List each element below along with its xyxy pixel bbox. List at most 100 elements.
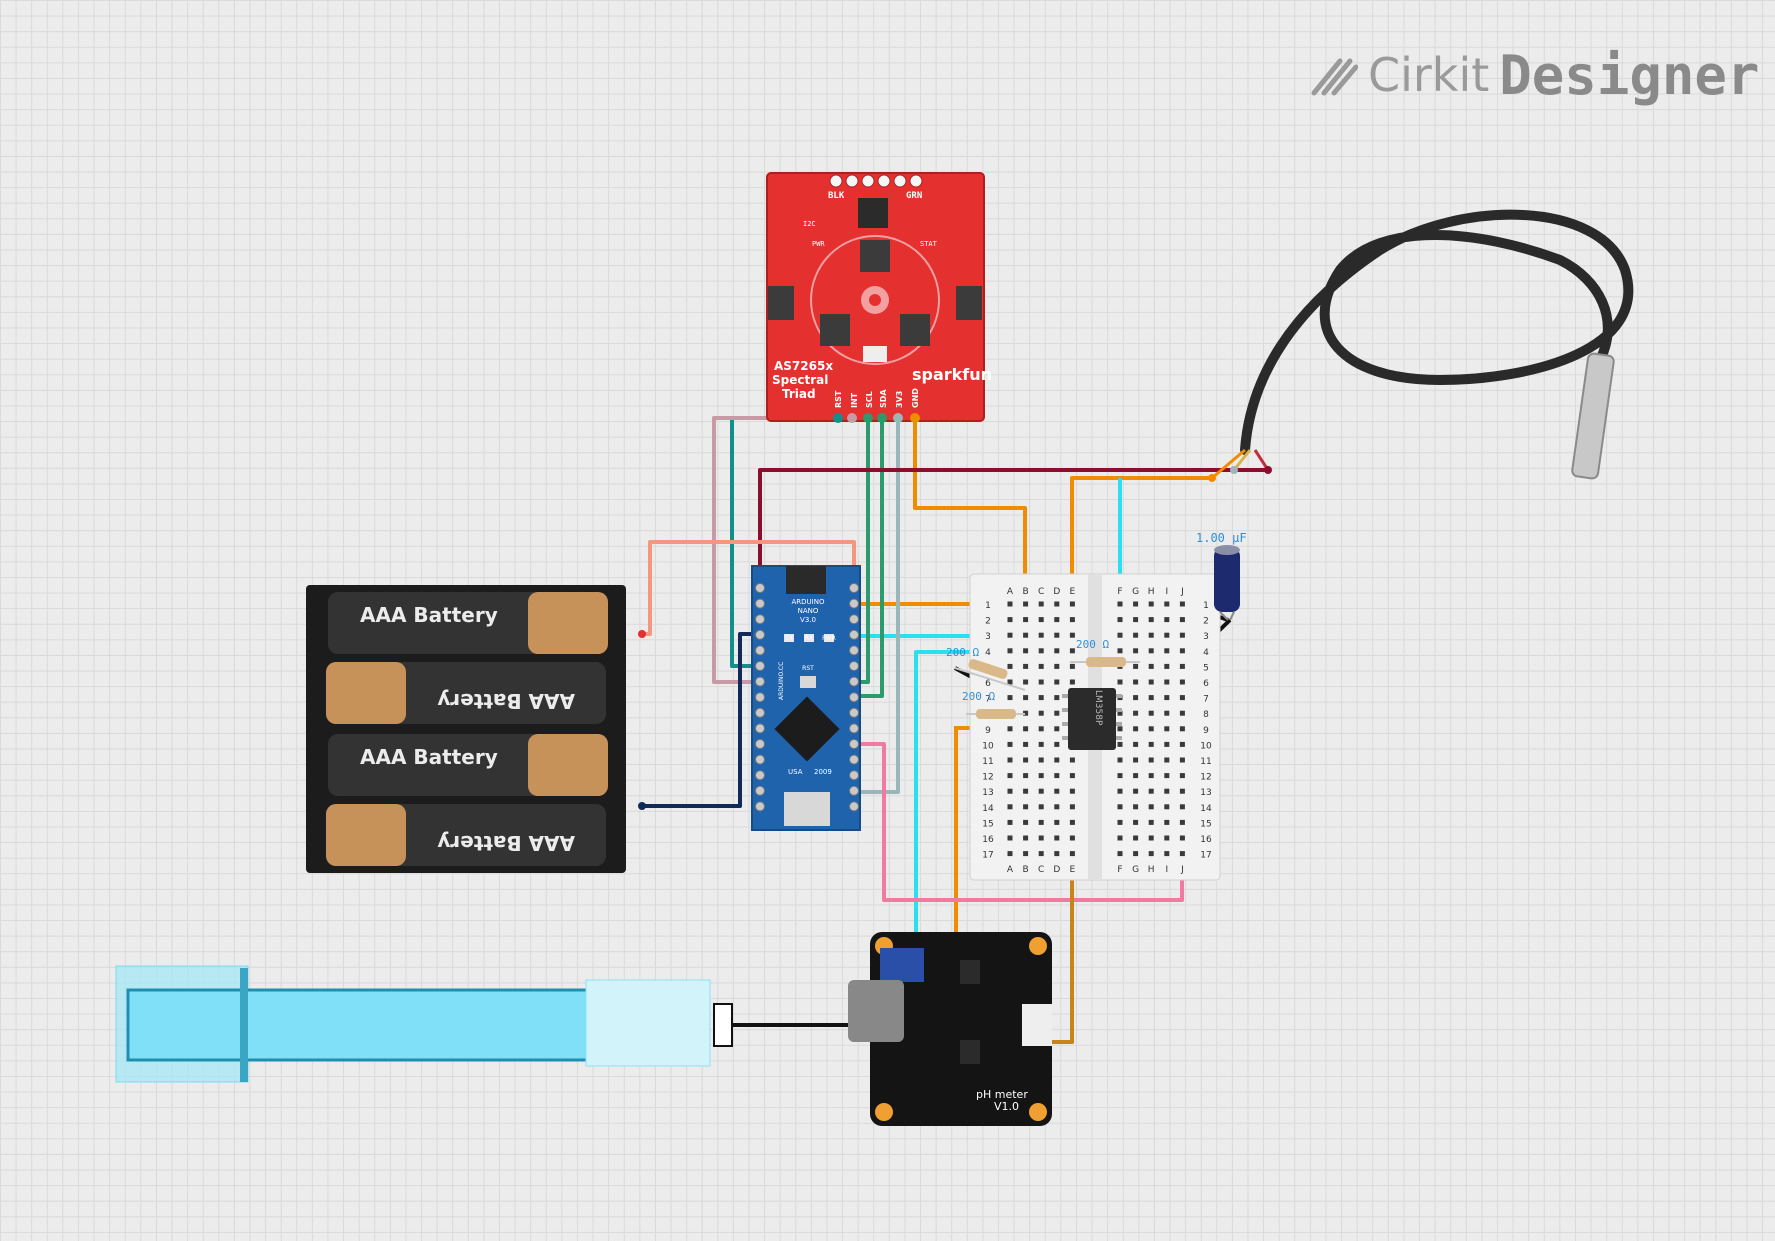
breadboard-hole[interactable]: [1007, 695, 1013, 701]
breadboard-hole[interactable]: [1069, 663, 1075, 669]
breadboard-hole[interactable]: [1148, 788, 1154, 794]
breadboard-hole[interactable]: [1179, 726, 1185, 732]
nano-pin-right[interactable]: [849, 629, 859, 640]
nano-pin-right[interactable]: [849, 645, 859, 656]
breadboard-hole[interactable]: [1179, 617, 1185, 623]
nano-pin-left[interactable]: [755, 598, 765, 609]
nano-pin-left[interactable]: [755, 785, 765, 796]
breadboard-hole[interactable]: [1054, 695, 1060, 701]
breadboard-hole[interactable]: [1069, 632, 1075, 638]
breadboard-hole[interactable]: [1179, 788, 1185, 794]
breadboard-hole[interactable]: [1179, 851, 1185, 857]
breadboard-hole[interactable]: [1007, 788, 1013, 794]
breadboard-hole[interactable]: [1069, 851, 1075, 857]
breadboard-hole[interactable]: [1007, 679, 1013, 685]
breadboard-hole[interactable]: [1148, 617, 1154, 623]
breadboard-hole[interactable]: [1133, 601, 1139, 607]
breadboard-hole[interactable]: [1038, 617, 1044, 623]
breadboard-hole[interactable]: [1023, 851, 1029, 857]
breadboard-hole[interactable]: [1054, 819, 1060, 825]
breadboard-hole[interactable]: [1179, 773, 1185, 779]
nano-pin-right[interactable]: [849, 614, 859, 625]
breadboard-hole[interactable]: [1133, 617, 1139, 623]
breadboard-hole[interactable]: [1023, 617, 1029, 623]
ph-connector[interactable]: [1022, 1004, 1052, 1046]
breadboard-hole[interactable]: [1117, 679, 1123, 685]
breadboard-hole[interactable]: [1117, 710, 1123, 716]
breadboard-hole[interactable]: [1007, 632, 1013, 638]
breadboard-hole[interactable]: [1054, 632, 1060, 638]
breadboard-hole[interactable]: [1023, 804, 1029, 810]
breadboard-hole[interactable]: [1133, 757, 1139, 763]
breadboard-hole[interactable]: [1148, 773, 1154, 779]
nano-pin-left[interactable]: [755, 739, 765, 749]
temperature-probe[interactable]: [1208, 209, 1634, 482]
breadboard-hole[interactable]: [1007, 835, 1013, 841]
breadboard-hole[interactable]: [1054, 741, 1060, 747]
breadboard-hole[interactable]: [1023, 679, 1029, 685]
breadboard-hole[interactable]: [1164, 851, 1170, 857]
breadboard-hole[interactable]: [1117, 835, 1123, 841]
breadboard-hole[interactable]: [1038, 601, 1044, 607]
nano-pin-left[interactable]: [755, 754, 765, 765]
breadboard-hole[interactable]: [1054, 601, 1060, 607]
breadboard-hole[interactable]: [1007, 726, 1013, 732]
breadboard-hole[interactable]: [1148, 741, 1154, 747]
breadboard-hole[interactable]: [1054, 648, 1060, 654]
breadboard-hole[interactable]: [1054, 804, 1060, 810]
breadboard-hole[interactable]: [1038, 648, 1044, 654]
breadboard-hole[interactable]: [1007, 851, 1013, 857]
breadboard-hole[interactable]: [1054, 773, 1060, 779]
breadboard-hole[interactable]: [1179, 835, 1185, 841]
breadboard-hole[interactable]: [1069, 804, 1075, 810]
breadboard-hole[interactable]: [1117, 648, 1123, 654]
nano-left-pins[interactable]: [755, 583, 765, 812]
breadboard-hole[interactable]: [1164, 804, 1170, 810]
breadboard-hole[interactable]: [1164, 617, 1170, 623]
breadboard-hole[interactable]: [1133, 804, 1139, 810]
breadboard-hole[interactable]: [1069, 648, 1075, 654]
breadboard-hole[interactable]: [1133, 632, 1139, 638]
breadboard-hole[interactable]: [1023, 835, 1029, 841]
breadboard-hole[interactable]: [1164, 648, 1170, 654]
nano-pin-right[interactable]: [849, 707, 859, 718]
breadboard-hole[interactable]: [1148, 679, 1154, 685]
ph-meter-board[interactable]: pH meter V1.0: [848, 932, 1052, 1126]
breadboard-hole[interactable]: [1054, 663, 1060, 669]
nano-pin-right[interactable]: [849, 770, 859, 781]
breadboard-hole[interactable]: [1069, 819, 1075, 825]
breadboard-hole[interactable]: [1179, 695, 1185, 701]
breadboard-hole[interactable]: [1148, 710, 1154, 716]
breadboard-hole[interactable]: [1164, 741, 1170, 747]
breadboard-hole[interactable]: [1054, 788, 1060, 794]
nano-pin-left[interactable]: [755, 723, 765, 734]
potentiometer[interactable]: [880, 948, 924, 982]
breadboard-hole[interactable]: [1179, 741, 1185, 747]
breadboard-hole[interactable]: [1023, 819, 1029, 825]
breadboard-hole[interactable]: [1023, 726, 1029, 732]
breadboard-hole[interactable]: [1133, 851, 1139, 857]
breadboard-hole[interactable]: [1038, 819, 1044, 825]
usb-port[interactable]: [784, 792, 830, 826]
breadboard-hole[interactable]: [1007, 617, 1013, 623]
breadboard-hole[interactable]: [1148, 648, 1154, 654]
wire-green-sda[interactable]: [854, 418, 884, 698]
breadboard-hole[interactable]: [1148, 851, 1154, 857]
breadboard-hole[interactable]: [1148, 819, 1154, 825]
resistor-2[interactable]: 200 Ω: [1070, 638, 1140, 667]
breadboard-hole[interactable]: [1038, 804, 1044, 810]
breadboard-hole[interactable]: [1007, 819, 1013, 825]
breadboard-hole[interactable]: [1133, 726, 1139, 732]
breadboard-hole[interactable]: [1023, 632, 1029, 638]
breadboard-hole[interactable]: [1054, 710, 1060, 716]
breadboard-hole[interactable]: [1179, 679, 1185, 685]
aaa-battery-pack[interactable]: AAA Battery AAA Battery AAA Battery AAA …: [306, 585, 646, 873]
breadboard-hole[interactable]: [1117, 726, 1123, 732]
breadboard-hole[interactable]: [1179, 804, 1185, 810]
breadboard-hole[interactable]: [1069, 773, 1075, 779]
breadboard-hole[interactable]: [1038, 726, 1044, 732]
nano-right-pins[interactable]: [849, 583, 859, 812]
electrolytic-capacitor[interactable]: 1.00 µF: [1196, 531, 1247, 621]
breadboard-hole[interactable]: [1164, 835, 1170, 841]
breadboard-hole[interactable]: [1133, 835, 1139, 841]
